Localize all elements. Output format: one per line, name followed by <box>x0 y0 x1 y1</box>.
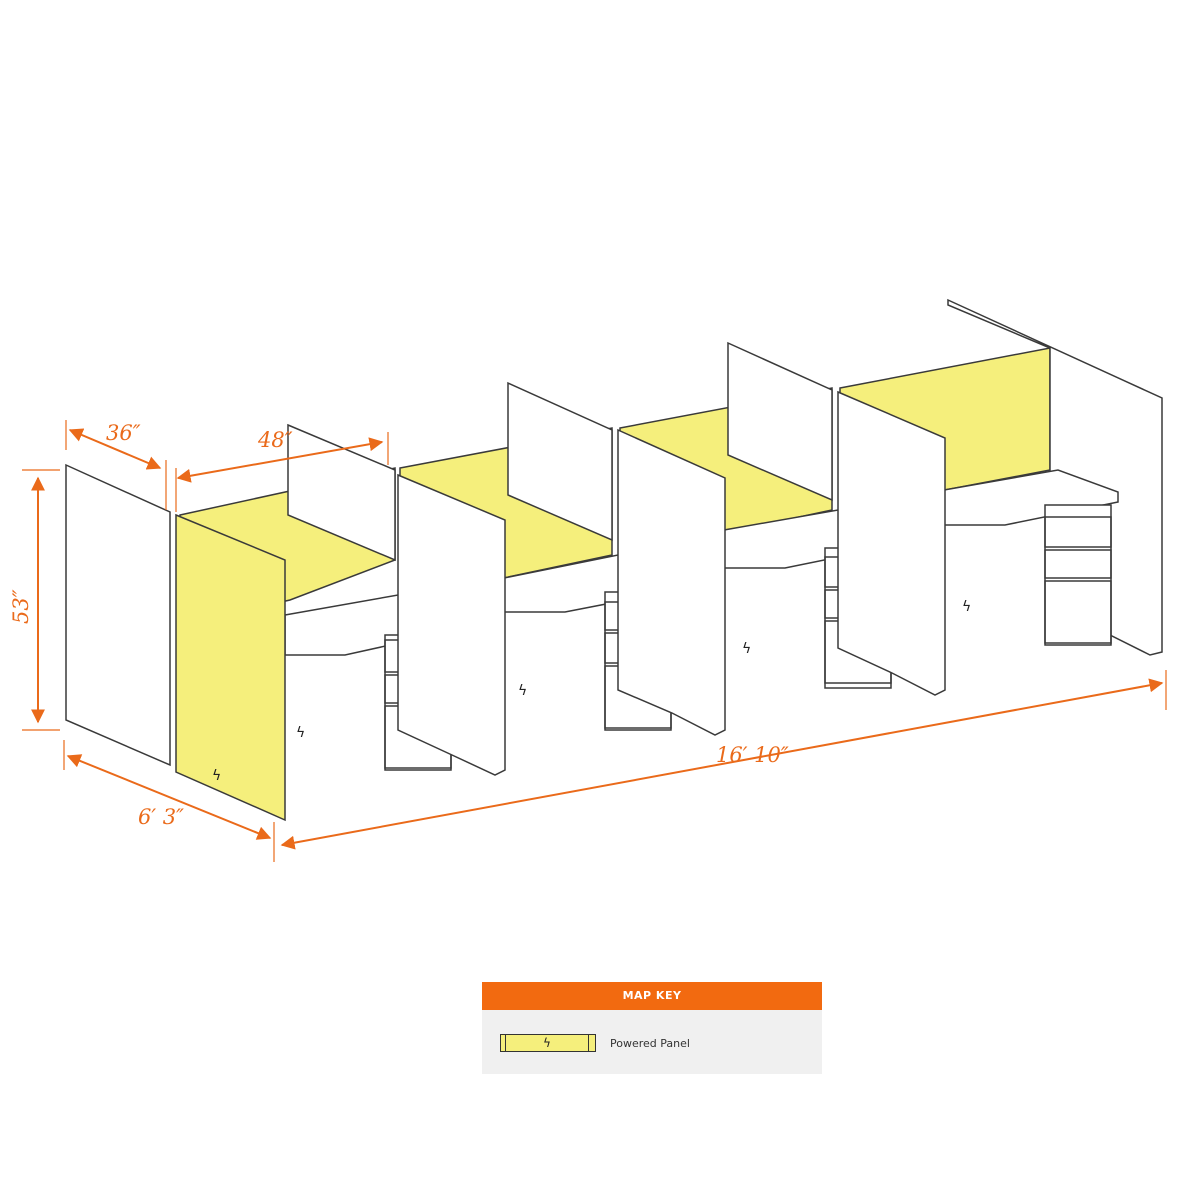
far-divider-2 <box>507 381 613 542</box>
dim-label-overall-length: 16′ 10″ <box>716 743 789 767</box>
lightning-bolt-icon: ϟ <box>296 725 305 741</box>
dim-label-height: 53″ <box>9 589 33 624</box>
left-end-panel-powered <box>175 513 286 822</box>
far-divider-3 <box>727 341 833 502</box>
dimension-lines <box>22 420 1167 862</box>
dim-line-panel-depth <box>68 428 162 470</box>
lightning-bolt-icon: ϟ <box>212 768 221 784</box>
map-key-title: MAP KEY <box>482 982 822 1010</box>
left-end-panel-white <box>65 463 171 767</box>
dim-line-overall-depth <box>66 754 272 840</box>
lightning-bolt-icon: ϟ <box>543 1036 551 1050</box>
lightning-bolt-icon: ϟ <box>518 683 527 699</box>
dim-label-overall-depth: 6′ 3″ <box>138 805 184 829</box>
lightning-bolt-icon: ϟ <box>742 641 751 657</box>
pedestal-4 <box>1044 504 1112 646</box>
dim-label-panel-depth: 36″ <box>106 421 141 445</box>
lightning-bolt-icon: ϟ <box>962 599 971 615</box>
near-divider-2 <box>397 473 506 776</box>
end-panels <box>65 463 286 822</box>
map-key: MAP KEY ϟ Powered Panel <box>482 982 822 1074</box>
dim-line-desk-width <box>176 437 384 483</box>
map-key-item-label: Powered Panel <box>610 1036 690 1050</box>
dim-label-desk-width: 48″ <box>257 428 293 452</box>
dim-line-overall-length <box>280 678 1164 850</box>
map-key-item: ϟ Powered Panel <box>500 1032 690 1054</box>
near-divider-3 <box>617 428 726 736</box>
near-divider-4 <box>837 390 946 696</box>
powered-panel-swatch: ϟ <box>500 1034 596 1052</box>
